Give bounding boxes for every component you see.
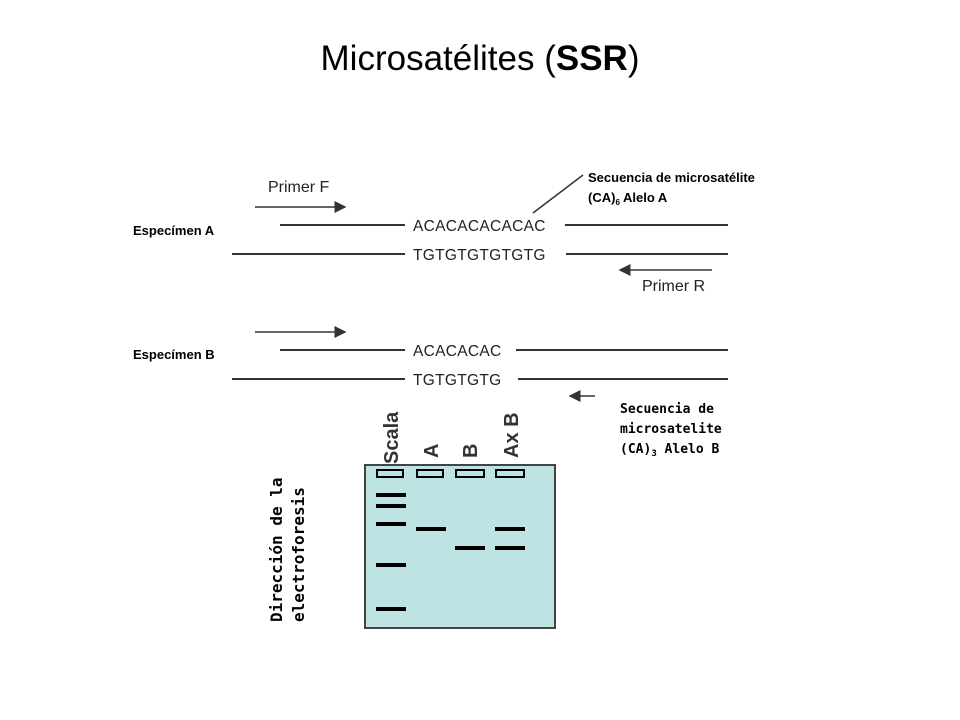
gel-well-a — [416, 469, 444, 478]
gel-band-lane-a — [416, 527, 446, 531]
annotation-a-line1: Secuencia de microsatélite — [588, 170, 755, 185]
lane-label-a: A — [421, 444, 443, 458]
gel-band-ladder — [376, 607, 406, 611]
annotation-b-line2: microsatelite — [620, 422, 722, 437]
primer-f-label: Primer F — [268, 179, 330, 196]
annotation-b-line3: (CA)3 Alelo B — [620, 442, 720, 459]
primer-r-label: Primer R — [642, 278, 705, 295]
annotation-a-line2: (CA)6 Alelo A — [588, 190, 668, 207]
gel-band-ladder — [376, 504, 406, 508]
lane-label-scala: Scala — [381, 411, 403, 464]
lane-label-b: B — [460, 444, 482, 458]
electrophoresis-direction-line2: electroforesis — [289, 487, 308, 622]
gel-well-axb — [495, 469, 525, 478]
gel-band-lane-axb-upper — [495, 527, 525, 531]
page-title: Microsatélites (SSR) — [321, 39, 640, 78]
annotation-b-line1: Secuencia de — [620, 402, 714, 417]
gel-band-lane-axb-lower — [495, 546, 525, 550]
lane-label-axb: Ax B — [501, 412, 523, 458]
specimen-b-top-sequence: ACACACAC — [413, 343, 502, 360]
specimen-a-label: Especímen A — [133, 223, 215, 238]
specimen-b-label: Especímen B — [133, 347, 215, 362]
gel-band-ladder — [376, 493, 406, 497]
gel-band-lane-b — [455, 546, 485, 550]
gel-band-ladder — [376, 563, 406, 567]
specimen-a-top-sequence: ACACACACACAC — [413, 218, 546, 235]
specimen-a-bottom-sequence: TGTGTGTGTGTG — [413, 247, 546, 264]
annotation-a-pointer — [532, 174, 584, 214]
specimen-b-bottom-sequence: TGTGTGTG — [413, 372, 502, 389]
electrophoresis-direction-line1: Dirección de la — [267, 478, 286, 623]
gel-band-ladder — [376, 522, 406, 526]
gel-well-scala — [376, 469, 404, 478]
gel-well-b — [455, 469, 485, 478]
